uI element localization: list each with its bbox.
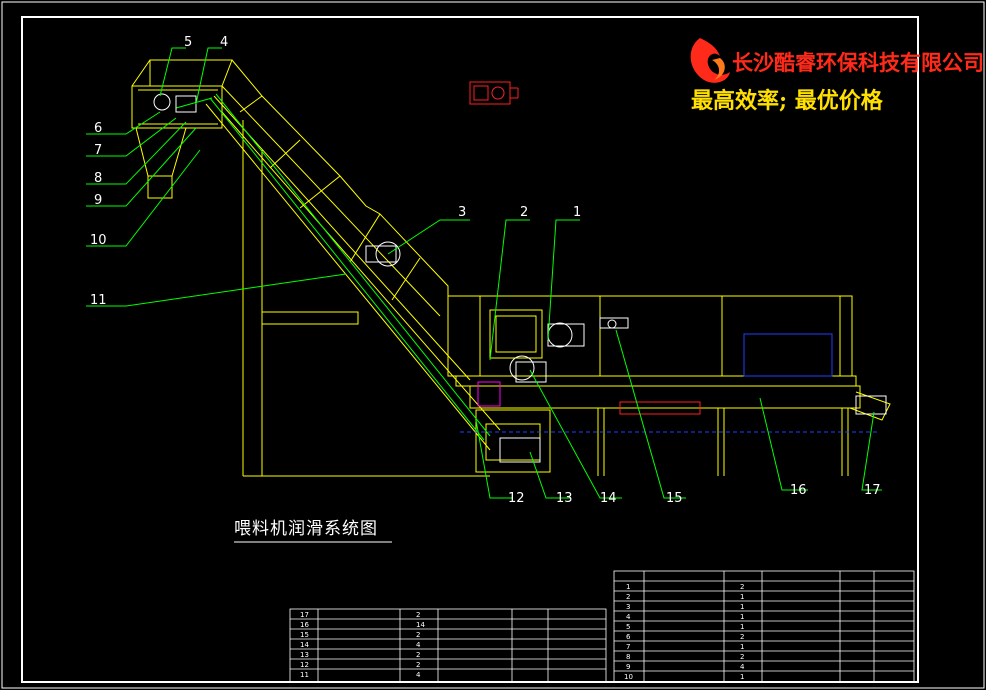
callout-12: 12 <box>508 491 525 506</box>
bom-right-qty: 1 <box>740 593 744 601</box>
bom-right-qty: 1 <box>740 673 744 681</box>
feeder-structure <box>131 59 891 477</box>
callout-2: 2 <box>520 205 528 220</box>
callout-3: 3 <box>458 205 466 220</box>
bom-left-qty: 2 <box>416 611 420 619</box>
bom-left-qty: 4 <box>416 671 421 679</box>
callout-6: 6 <box>94 121 102 136</box>
bom-right-qty: 1 <box>740 603 744 611</box>
bom-right-qty: 2 <box>740 583 744 591</box>
bom-right-no: 1 <box>626 583 630 591</box>
drawing-title: 喂料机润滑系统图 <box>234 519 378 539</box>
bom-right-qty: 1 <box>740 623 744 631</box>
callout-15: 15 <box>666 491 683 506</box>
bom-right-qty: 4 <box>740 663 745 671</box>
company-name: 长沙酷睿环保科技有限公司 <box>732 50 984 75</box>
bom-left-no: 17 <box>300 611 309 619</box>
bom-left-qty: 14 <box>416 621 425 629</box>
bom-left-qty: 4 <box>416 641 421 649</box>
component-details <box>153 93 887 463</box>
chain-line <box>175 93 491 441</box>
bom-right-no: 6 <box>626 633 631 641</box>
bom-left-no: 16 <box>300 621 309 629</box>
bom-left-no: 12 <box>300 661 309 669</box>
bom-right-no: 4 <box>626 613 631 621</box>
bom-left-no: 13 <box>300 651 309 659</box>
bom-right-qty: 1 <box>740 643 744 651</box>
callout-1: 1 <box>573 205 581 220</box>
company-slogan: 最高效率; 最优价格 <box>691 88 884 114</box>
bom-table-right <box>613 570 915 683</box>
bom-left-qty: 2 <box>416 631 420 639</box>
bom-table-left <box>289 608 607 683</box>
callout-13: 13 <box>556 491 573 506</box>
bom-right-no: 9 <box>626 663 630 671</box>
bom-right-no: 3 <box>626 603 630 611</box>
lube-pump-box <box>477 381 501 407</box>
bom-right-no: 7 <box>626 643 630 651</box>
callout-8: 8 <box>94 171 102 186</box>
leader-lines <box>86 47 882 499</box>
bom-left-no: 14 <box>300 641 309 649</box>
callout-7: 7 <box>94 143 102 158</box>
bom-right-qty: 2 <box>740 633 744 641</box>
motor-symbol-icon <box>469 81 519 105</box>
bom-right-rows: 1 2 3 4 5 6 7 8 9 10 2 1 1 1 1 2 1 2 4 1 <box>624 583 745 681</box>
callout-11: 11 <box>90 293 107 308</box>
bom-right-qty: 2 <box>740 653 744 661</box>
bom-left-no: 11 <box>300 671 309 679</box>
belt-line <box>460 333 880 433</box>
callout-14: 14 <box>600 491 617 506</box>
bom-right-no: 5 <box>626 623 630 631</box>
bom-left-rows: 17 16 15 14 13 12 11 2 14 2 4 2 2 4 <box>300 611 425 679</box>
bom-left-qty: 2 <box>416 651 420 659</box>
company-logo-icon <box>690 38 730 83</box>
bom-right-qty: 1 <box>740 613 744 621</box>
bom-left-qty: 2 <box>416 661 420 669</box>
callout-17: 17 <box>864 483 881 498</box>
callout-4: 4 <box>220 35 228 50</box>
drawing-border <box>21 16 919 683</box>
callout-16: 16 <box>790 483 807 498</box>
bom-right-no: 2 <box>626 593 630 601</box>
bom-left-no: 15 <box>300 631 309 639</box>
callout-5: 5 <box>184 35 192 50</box>
bom-right-no: 10 <box>624 673 633 681</box>
bom-right-no: 8 <box>626 653 630 661</box>
callout-9: 9 <box>94 193 102 208</box>
callout-10: 10 <box>90 233 107 248</box>
